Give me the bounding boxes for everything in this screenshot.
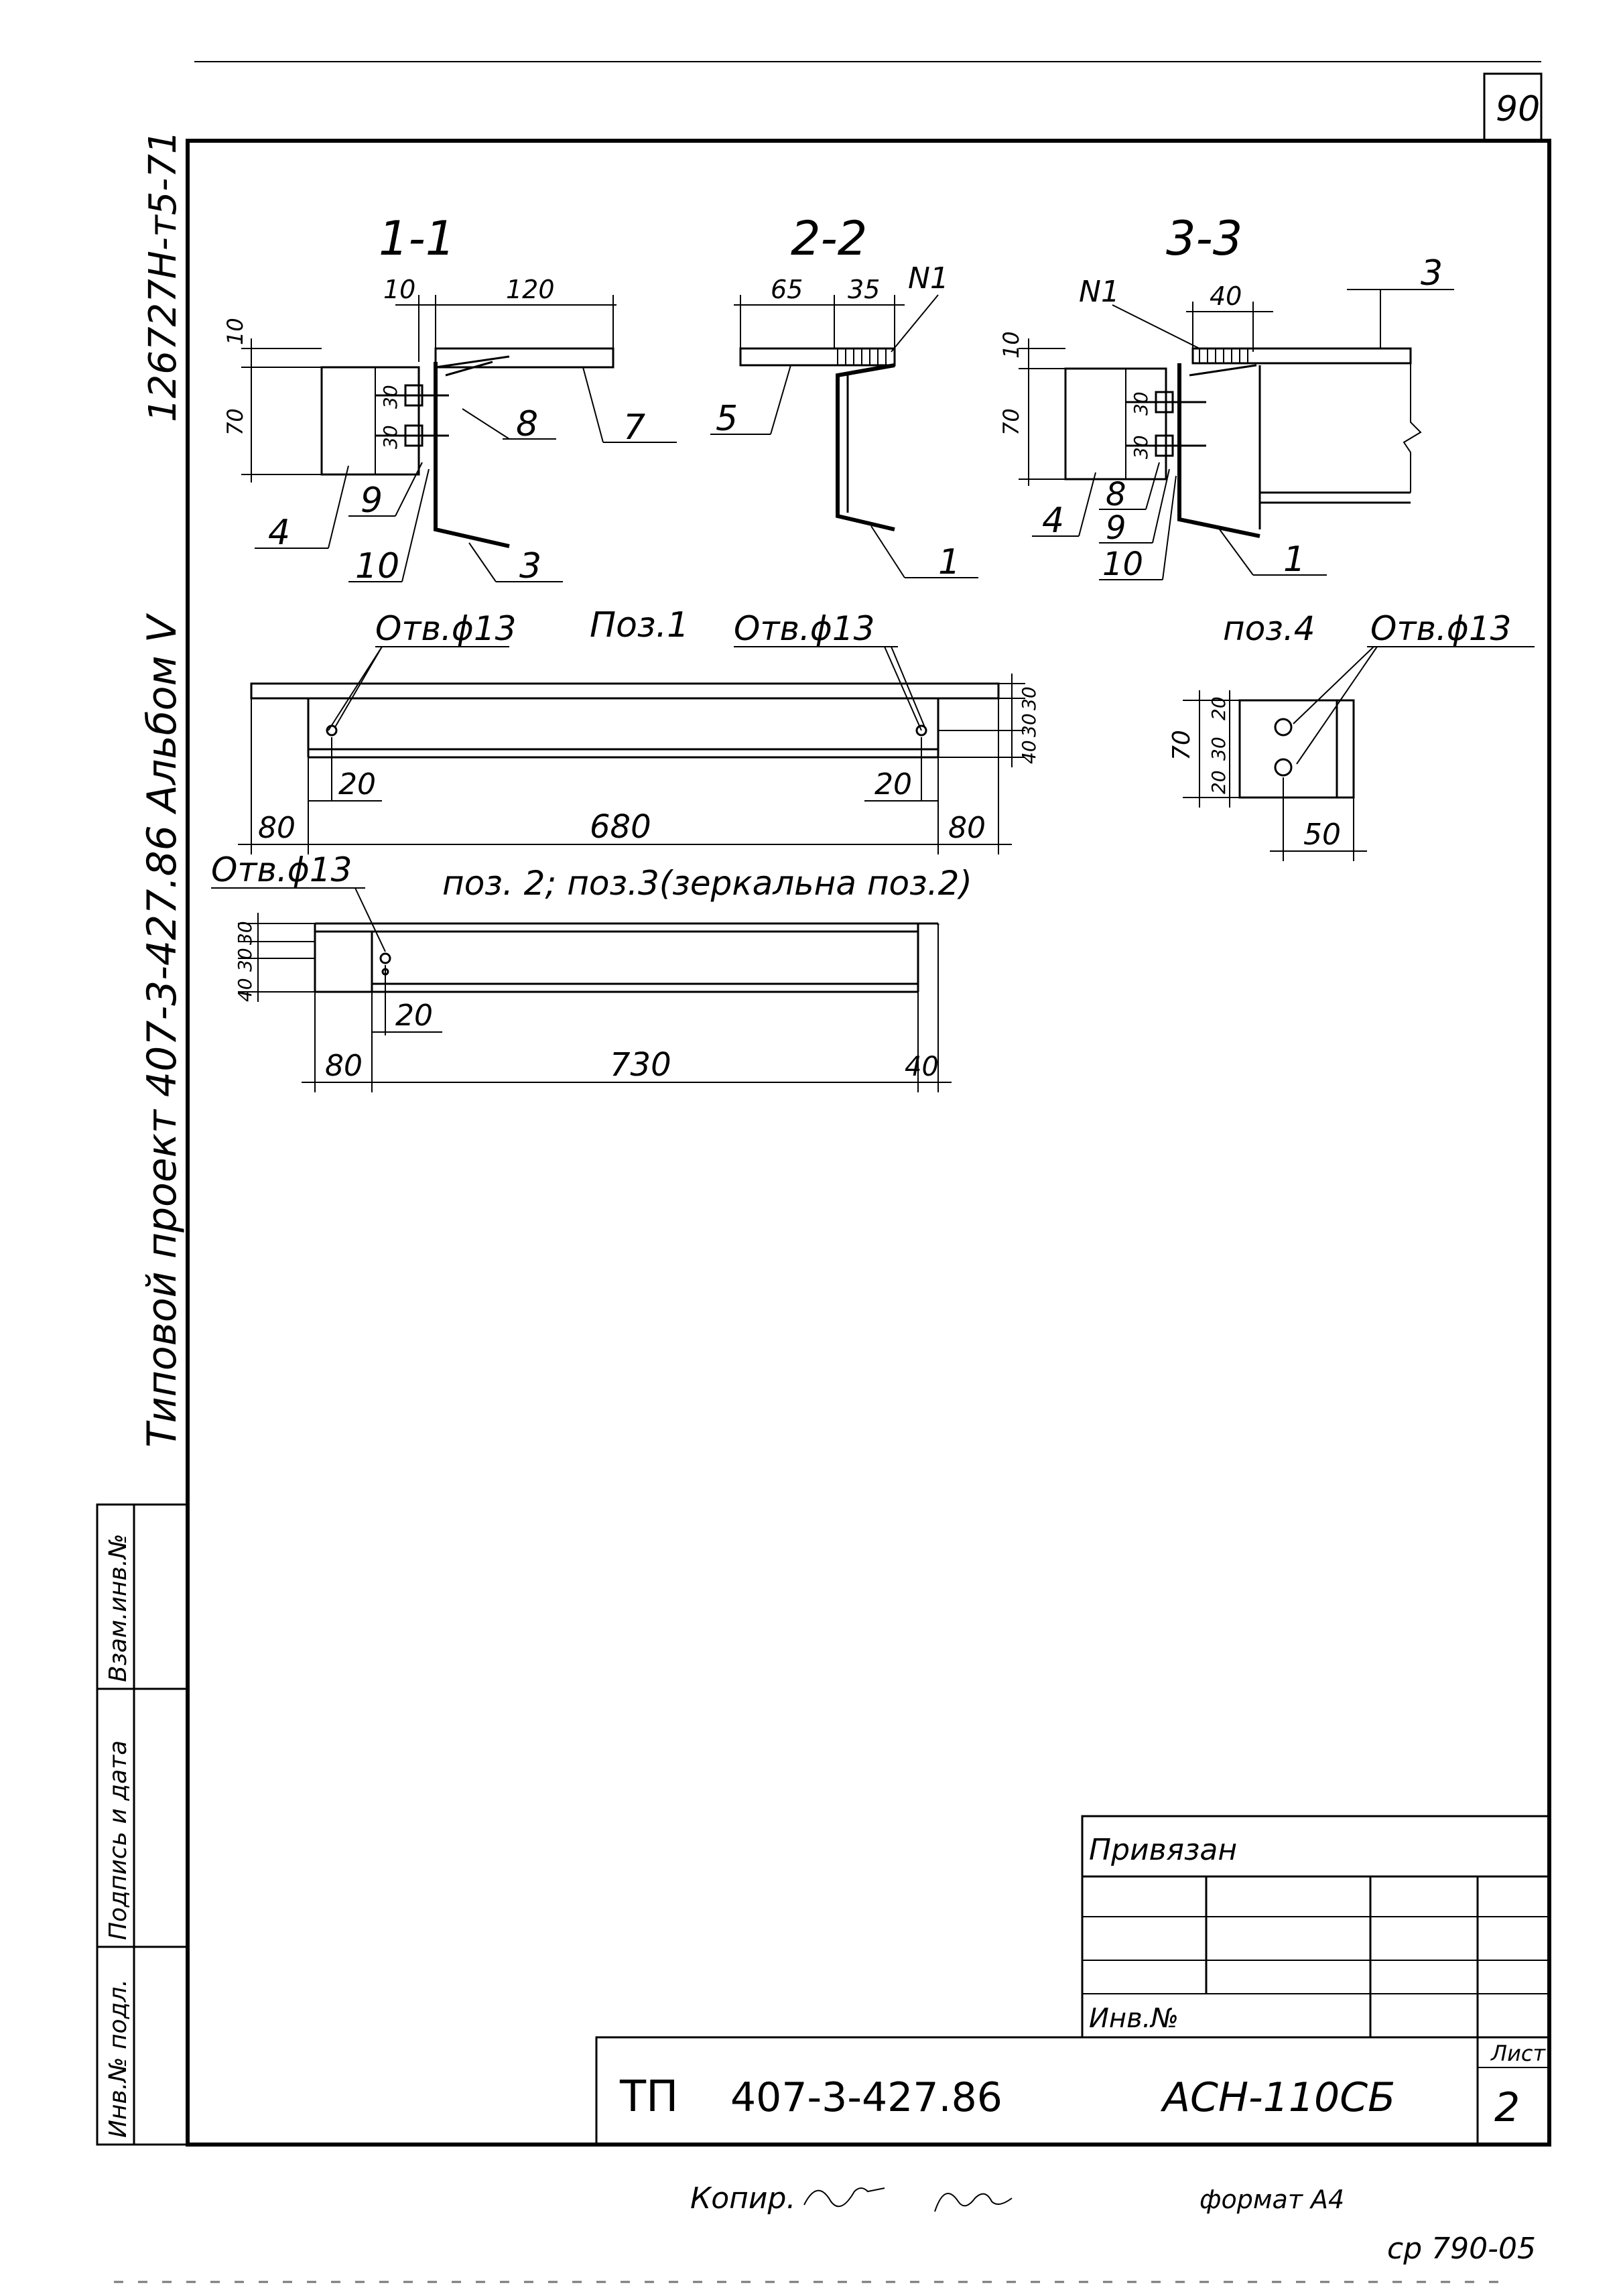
sec1-dim-70: 70 (222, 408, 248, 436)
sec1-callout-3: 3 (519, 546, 541, 586)
poz2-dim-30a: 30 (234, 948, 256, 972)
poz1-dim-80b: 80 (948, 811, 986, 845)
sec1-dim-120: 120 (506, 275, 555, 304)
sec2-callout-1: 1 (938, 542, 960, 582)
footer-format: формат А4 (1199, 2185, 1344, 2214)
footer-stamp: ср 790-05 (1387, 2232, 1536, 2266)
section-3-3-label: 3-3 (1166, 211, 1242, 266)
poz1-dim-30a: 30 (1018, 713, 1040, 737)
sec1-callout-9: 9 (361, 481, 383, 521)
poz1-hole-right: Отв.ϕ13 (734, 609, 874, 648)
poz2-hole: Отв.ϕ13 (211, 850, 352, 889)
poz1-hole-left: Отв.ϕ13 (375, 609, 516, 648)
signature-2 (934, 2193, 1013, 2212)
side-title: Типовой проект 407-3-427.86 Альбом V (139, 613, 186, 1448)
poz1-dim-20a: 20 (338, 767, 376, 802)
poz1-title: Поз.1 (590, 605, 689, 645)
poz4-dim-30: 30 (1208, 737, 1230, 761)
sec3-callout-9: 9 (1106, 509, 1126, 547)
side-code: 126727Н-т5-71 (141, 130, 185, 422)
sec2-weld-n1: N1 (908, 261, 949, 296)
sec1-callout-4: 4 (268, 513, 290, 553)
detail-poz-1: Поз.1 Отв.ϕ13 Отв.ϕ13 40 30 30 (238, 605, 1040, 854)
sheet-number-box (1483, 72, 1543, 142)
side-cell-podpis: Подпись и дата (105, 1740, 132, 1940)
poz4-dim-20a: 20 (1208, 696, 1230, 720)
poz1-dim-680: 680 (590, 808, 651, 846)
sec1-callout-7: 7 (623, 407, 645, 448)
poz1-dim-80a: 80 (258, 811, 296, 845)
tb-project-no: 407-3-427.86 (730, 2074, 1002, 2121)
side-cell-inv: Инв.№ подл. (105, 1979, 132, 2138)
tb-inv-no: Инв.№ (1089, 2003, 1179, 2034)
poz1-dim-30b: 30 (1018, 686, 1040, 710)
signature-1 (803, 2187, 885, 2208)
detail-poz-4: поз.4 Отв.ϕ13 70 20 30 20 50 (1168, 609, 1535, 861)
poz4-dim-70: 70 (1168, 730, 1195, 761)
tb-sheet-no: 2 (1494, 2084, 1520, 2131)
poz4-dim-20b: 20 (1208, 770, 1230, 794)
tb-doc-code: АСН-110СБ (1160, 2074, 1395, 2121)
poz1-dim-40: 40 (1018, 740, 1040, 764)
poz2-dim-40: 40 (234, 978, 256, 1002)
sheet-number-top: 90 (1496, 89, 1540, 129)
poz2-dim-40b: 40 (905, 1051, 939, 1082)
sec3-dim-30a: 30 (1130, 391, 1152, 416)
poz2-dim-30b: 30 (234, 921, 256, 945)
sec1-dim-30a: 30 (379, 385, 401, 409)
footer-copied: Копир. (690, 2181, 795, 2216)
sec1-dim-30b: 30 (379, 425, 401, 449)
poz2-title: поз. 2; поз.3(зеркальна поз.2) (442, 864, 972, 903)
detail-poz-2-3: Отв.ϕ13 поз. 2; поз.3(зеркальна поз.2) 4… (211, 850, 972, 1092)
sec3-callout-3: 3 (1421, 253, 1443, 294)
poz1-dim-20b: 20 (874, 767, 912, 802)
sec2-dim-65: 65 (771, 275, 803, 304)
sec3-dim-10: 10 (998, 331, 1024, 359)
sec3-callout-8: 8 (1106, 476, 1126, 513)
poz4-dim-50: 50 (1303, 818, 1341, 852)
sec2-dim-35: 35 (848, 275, 880, 304)
tb-sheet-label: Лист (1490, 2041, 1546, 2066)
side-stamp-table: Взам.инв.№ Подпись и дата Инв.№ подл. (96, 1503, 189, 2146)
poz2-dim-730: 730 (610, 1046, 671, 1084)
sec3-dim-40: 40 (1210, 281, 1242, 311)
sec3-callout-10: 10 (1102, 546, 1143, 583)
tb-privyazan: Привязан (1089, 1833, 1237, 1867)
sec1-callout-10: 10 (355, 546, 399, 586)
sec3-dim-70: 70 (998, 408, 1024, 436)
tb-tp-label: ТП (619, 2072, 678, 2122)
side-cell-vzam: Взам.инв.№ (105, 1533, 132, 1682)
sec3-callout-4: 4 (1042, 501, 1064, 541)
sec1-dim-10b: 10 (222, 318, 248, 345)
sec3-weld-n1: N1 (1079, 275, 1120, 309)
sec2-callout-5: 5 (716, 399, 738, 439)
sec1-dim-10: 10 (383, 275, 415, 304)
poz4-hole: Отв.ϕ13 (1370, 609, 1511, 648)
section-2-2: 2-2 65 35 N1 5 1 (710, 211, 978, 582)
section-3-3: 3-3 N1 40 3 (998, 211, 1454, 583)
footer: Копир. формат А4 ср 790-05 (114, 2181, 1536, 2283)
sec1-callout-8: 8 (516, 404, 538, 444)
section-1-1: 1-1 10 120 10 70 30 30 8 (222, 211, 677, 586)
poz2-dim-80: 80 (325, 1049, 363, 1083)
section-1-1-label: 1-1 (379, 211, 455, 266)
poz4-title: поз.4 (1223, 609, 1315, 648)
sec3-dim-30b: 30 (1130, 435, 1152, 459)
sec3-callout-1: 1 (1283, 539, 1305, 580)
poz2-dim-20: 20 (395, 999, 433, 1033)
section-2-2-label: 2-2 (791, 211, 867, 266)
title-block: Привязан Инв.№ ТП 407-3-427.86 АСН-110СБ… (595, 1815, 1551, 2146)
